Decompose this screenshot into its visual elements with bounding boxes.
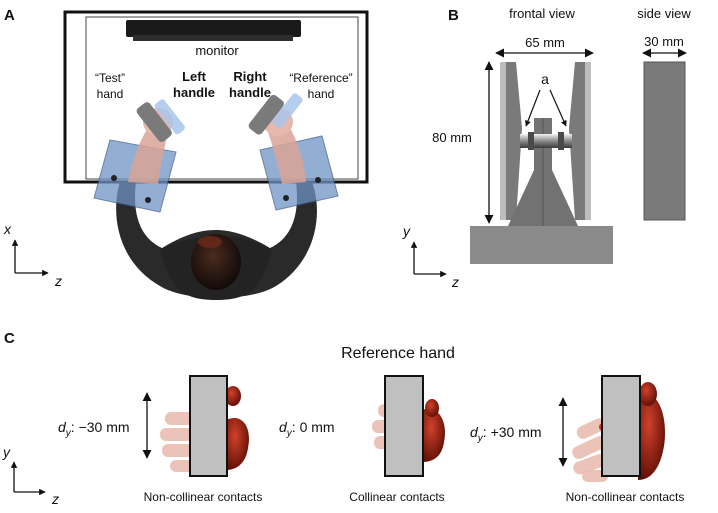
thumb-tip bbox=[425, 399, 439, 417]
right-plate-screw bbox=[283, 195, 289, 201]
panel-a-axis-x: x bbox=[3, 221, 12, 237]
load-cell-ring bbox=[528, 132, 534, 150]
left-handle-label-2: handle bbox=[173, 85, 215, 100]
depth-label: 30 mm bbox=[644, 34, 684, 49]
hair-highlight bbox=[198, 236, 222, 248]
side-view-block bbox=[643, 61, 686, 221]
monitor-label: monitor bbox=[195, 43, 239, 58]
handle-block bbox=[384, 375, 424, 477]
panel-c-title: Reference hand bbox=[341, 345, 455, 362]
panel-c-letter: C bbox=[4, 330, 15, 347]
panel-a-axes: x z bbox=[3, 221, 62, 289]
finger-group bbox=[572, 418, 608, 482]
reference-hand-label-1: “Reference” bbox=[289, 71, 352, 85]
part-a-label: a bbox=[541, 71, 549, 87]
panel-b-letter: B bbox=[448, 7, 459, 24]
test-hand-label-2: hand bbox=[97, 87, 124, 101]
head bbox=[191, 234, 241, 290]
panel-b-axis-z: z bbox=[451, 274, 459, 290]
offset-label: dy: −30 mm bbox=[58, 419, 130, 439]
load-cell-cylinder bbox=[520, 134, 572, 148]
panel-a: A monitor “Test” hand Left ha bbox=[3, 7, 369, 300]
panel-b: B frontal view side view 65 mm 30 mm 80 … bbox=[402, 6, 691, 290]
panel-c-axes: y z bbox=[2, 444, 59, 507]
panel-c-axis-z: z bbox=[51, 491, 59, 507]
offset-label: dy: 0 mm bbox=[279, 419, 335, 439]
right-handle-label-1: Right bbox=[233, 69, 267, 84]
thumb-red bbox=[422, 408, 446, 462]
left-handle-pad bbox=[154, 99, 185, 135]
height-label: 80 mm bbox=[432, 130, 472, 145]
handle-block bbox=[189, 375, 228, 477]
base-block bbox=[470, 226, 613, 264]
config-caption: Collinear contacts bbox=[349, 490, 444, 504]
panel-a-axis-z: z bbox=[54, 273, 62, 289]
right-forearm bbox=[268, 128, 306, 184]
left-plate-edge bbox=[500, 62, 506, 220]
monitor-screen bbox=[85, 16, 359, 180]
config-caption: Non-collinear contacts bbox=[566, 490, 685, 504]
panel-b-axis-y: y bbox=[402, 223, 411, 239]
right-handle-label-2: handle bbox=[229, 85, 271, 100]
right-plate-screw bbox=[315, 177, 321, 183]
reference-hand-label-2: hand bbox=[308, 87, 335, 101]
config-3: dy: +30 mm Non-collinear contacts bbox=[470, 375, 685, 504]
offset-label: dy: +30 mm bbox=[470, 424, 542, 444]
thumb-red bbox=[638, 394, 665, 480]
left-handle bbox=[136, 102, 172, 142]
side-view-label: side view bbox=[637, 6, 691, 21]
panel-c-axis-y: y bbox=[2, 444, 11, 460]
width-label: 65 mm bbox=[525, 35, 565, 50]
load-cell-ring bbox=[558, 132, 564, 150]
left-plate-screw bbox=[145, 197, 151, 203]
part-a-arrow-left bbox=[525, 89, 541, 127]
frontal-view-label: frontal view bbox=[509, 6, 575, 21]
config-1: dy: −30 mm Non-collinear contacts bbox=[58, 375, 263, 504]
right-handle-pad bbox=[272, 93, 303, 129]
config-2: dy: 0 mm Collinear contacts bbox=[279, 375, 446, 504]
panel-b-axes: y z bbox=[402, 223, 459, 290]
thumb-tip bbox=[225, 386, 241, 406]
test-hand-label-1: “Test” bbox=[95, 71, 125, 85]
handle-block bbox=[601, 375, 641, 477]
monitor-bar bbox=[126, 20, 301, 37]
config-caption: Non-collinear contacts bbox=[144, 490, 263, 504]
right-plate-edge bbox=[585, 62, 591, 220]
part-a-arrow-right bbox=[549, 89, 567, 127]
monitor-bar-base bbox=[133, 35, 293, 41]
panel-a-letter: A bbox=[4, 7, 15, 24]
panel-c: C Reference hand dy: −30 mm Non-collinea… bbox=[2, 330, 684, 507]
left-plate-screw bbox=[111, 175, 117, 181]
left-forearm bbox=[128, 128, 168, 184]
left-handle-label-1: Left bbox=[182, 69, 207, 84]
right-handle bbox=[248, 94, 284, 135]
thumb-tip bbox=[639, 382, 657, 406]
thumb-red bbox=[226, 418, 250, 470]
